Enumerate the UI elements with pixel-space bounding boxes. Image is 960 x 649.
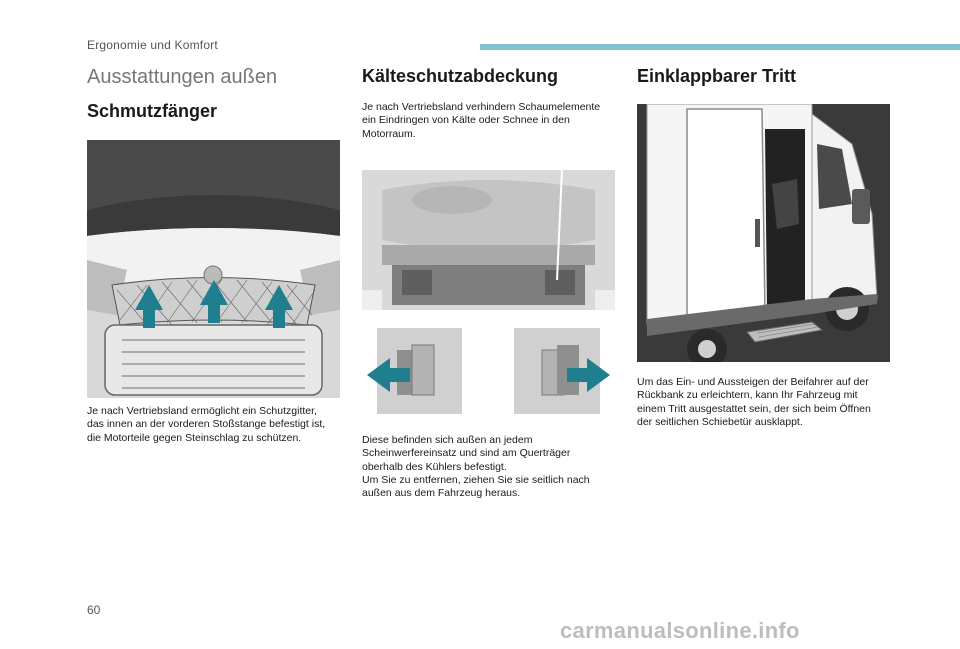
van-step-illustration xyxy=(637,104,890,362)
heading-schmutzfaenger: Schmutzfänger xyxy=(87,101,218,121)
text-line: Rückbank zu erleichtern, kann Ihr Fahrze… xyxy=(637,389,858,402)
header-accent-bar xyxy=(480,44,960,50)
text-line: das innen an der vorderen Stoßstange bef… xyxy=(87,418,326,431)
text-line: Scheinwerfereinsatz und sind am Querträg… xyxy=(362,447,571,460)
text-line: ein Eindringen von Kälte oder Schnee in … xyxy=(362,114,570,127)
text-line: einem Tritt ausgestattet sein, der sich … xyxy=(637,402,871,415)
watermark: carmanualsonline.info xyxy=(560,618,800,643)
tritt-description: Um das Ein- und Aussteigen der Beifahrer… xyxy=(637,376,897,429)
text-line: Um Sie zu entfernen, ziehen Sie sie seit… xyxy=(362,473,590,486)
text-line: Um das Ein- und Aussteigen der Beifahrer… xyxy=(637,376,869,388)
heading-einklappbarer-tritt: Einklappbarer Tritt xyxy=(637,66,797,86)
engine-bay-illustration xyxy=(362,170,615,416)
text-line: Je nach Vertriebsland ermöglicht ein Sch… xyxy=(87,405,317,417)
section-label: Ergonomie und Komfort xyxy=(87,38,218,52)
page-title: Ausstattungen außen xyxy=(87,66,278,88)
schmutzfaenger-description: Je nach Vertriebsland ermöglicht ein Sch… xyxy=(87,405,347,445)
front-grille-illustration xyxy=(87,140,340,398)
kaelteschutz-intro: Je nach Vertriebsland verhindern Schaume… xyxy=(362,101,622,141)
kaelteschutz-description: Diese befinden sich außen an jedem Schei… xyxy=(362,434,624,500)
text-line: Diese befinden sich außen an jedem xyxy=(362,434,533,446)
text-line: die Motorteile gegen Steinschlag zu schü… xyxy=(87,431,302,444)
page-number: 60 xyxy=(87,603,101,617)
text-line: außen aus dem Fahrzeug heraus. xyxy=(362,487,521,500)
text-line: Je nach Vertriebsland verhindern Schaume… xyxy=(362,101,601,113)
text-line: Motorraum. xyxy=(362,127,416,140)
heading-kaelteschutzabdeckung: Kälteschutzabdeckung xyxy=(362,66,559,86)
text-line: der seitlichen Schiebetür ausklappt. xyxy=(637,415,803,428)
text-line: oberhalb des Kühlers befestigt. xyxy=(362,460,507,473)
